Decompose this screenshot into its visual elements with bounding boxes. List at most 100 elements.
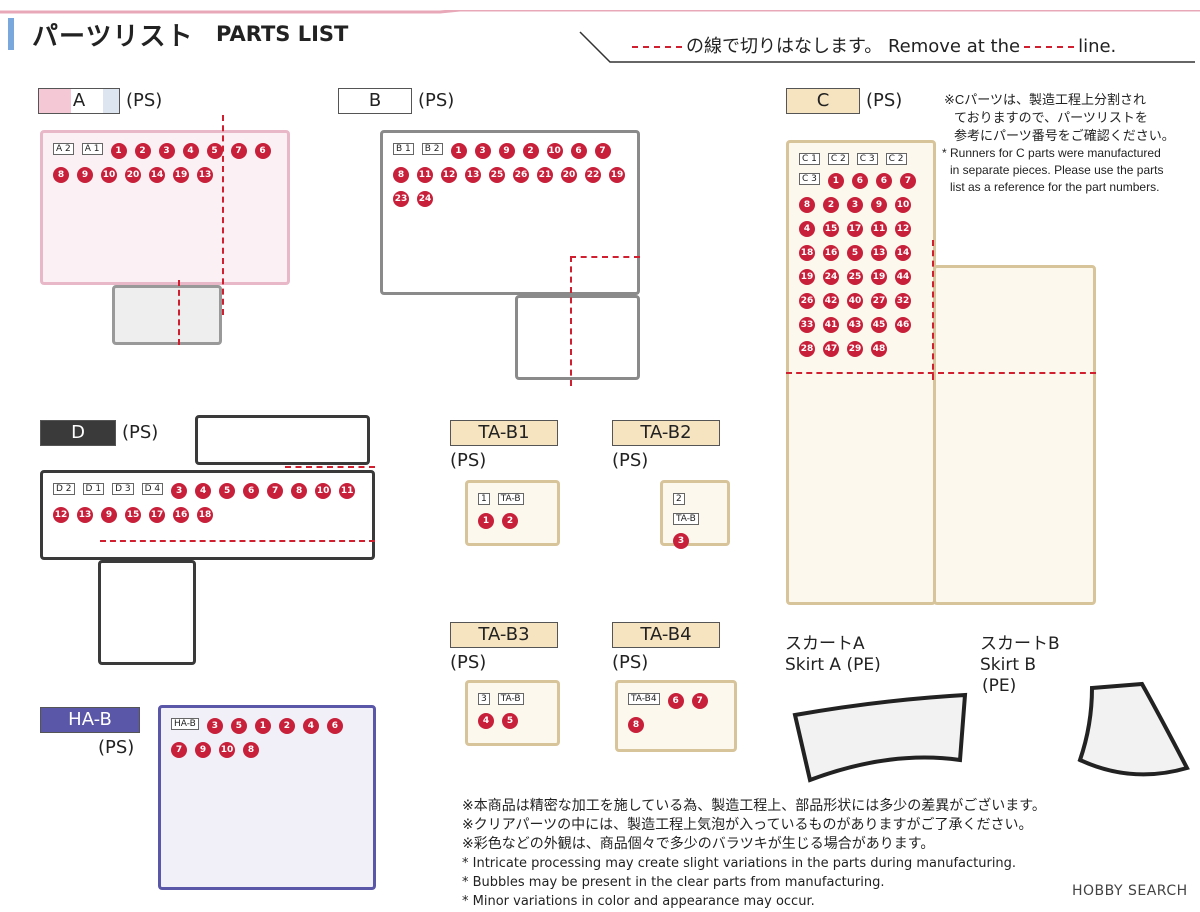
part-number: 5 bbox=[206, 143, 223, 159]
part-number: 10 bbox=[546, 143, 563, 159]
part-number: 13 bbox=[197, 167, 213, 183]
runner-tag: C 3 bbox=[799, 173, 820, 185]
part-number: 6 bbox=[570, 143, 587, 159]
note-jp: ※本商品は精密な加工を施している為、製造工程上、部品形状には多少の差異がございま… bbox=[462, 798, 1046, 814]
part-number: 7 bbox=[230, 143, 247, 159]
part-number: 4 bbox=[195, 483, 212, 499]
part-number: 29 bbox=[847, 341, 863, 357]
part-number: 1 bbox=[827, 173, 844, 189]
runner-tag: D 4 bbox=[141, 483, 164, 495]
part-number: 25 bbox=[489, 167, 505, 183]
c-note-en: in separate pieces. Please use the parts bbox=[950, 163, 1164, 177]
watermark-logo: HOBBY SEARCH bbox=[1072, 883, 1188, 899]
part-number: 13 bbox=[77, 507, 93, 523]
runner-tag: TA-B bbox=[673, 513, 699, 525]
part-number: 20 bbox=[125, 167, 141, 183]
part-number: 8 bbox=[393, 167, 409, 183]
cut-instruction-en: Remove at the bbox=[887, 36, 1021, 57]
page-title-en: PARTS LIST bbox=[216, 22, 349, 46]
part-number: 27 bbox=[871, 293, 887, 309]
part-number: 24 bbox=[823, 269, 839, 285]
c-parts-note: ※Cパーツは、製造工程上分割されておりますので、パーツリストを参考にパーツ番号を… bbox=[942, 91, 1175, 196]
runner-d-top bbox=[195, 415, 370, 465]
part-number: 8 bbox=[53, 167, 69, 183]
part-number: 9 bbox=[101, 507, 117, 523]
part-number: 17 bbox=[149, 507, 165, 523]
cut-instruction-end: line. bbox=[1078, 36, 1117, 57]
part-number: 12 bbox=[895, 221, 911, 237]
part-number: 41 bbox=[823, 317, 839, 333]
part-number: 7 bbox=[594, 143, 611, 159]
part-number: 17 bbox=[847, 221, 863, 237]
runner-ta-b1-label: TA-B1 bbox=[450, 420, 558, 446]
cut-line bbox=[285, 466, 375, 468]
part-number: 26 bbox=[513, 167, 529, 183]
part-number: 7 bbox=[171, 742, 187, 758]
part-number: 2 bbox=[502, 513, 518, 529]
part-number: 28 bbox=[799, 341, 815, 357]
cut-line-sample bbox=[1024, 46, 1075, 48]
part-number: 1 bbox=[110, 143, 127, 159]
runner-ta-b1-material: (PS) bbox=[450, 450, 487, 471]
part-number: 4 bbox=[799, 221, 815, 237]
part-number: 22 bbox=[585, 167, 601, 183]
part-number: 15 bbox=[823, 221, 839, 237]
part-number: 1 bbox=[254, 718, 271, 734]
part-number: 43 bbox=[847, 317, 863, 333]
part-number: 5 bbox=[230, 718, 247, 734]
part-number: 2 bbox=[522, 143, 539, 159]
part-number: 44 bbox=[895, 269, 911, 285]
part-number: 6 bbox=[875, 173, 892, 189]
part-number: 16 bbox=[823, 245, 839, 261]
part-number: 10 bbox=[895, 197, 911, 213]
cut-line bbox=[178, 280, 180, 345]
part-number: 19 bbox=[609, 167, 625, 183]
part-number: 19 bbox=[799, 269, 815, 285]
note-jp: ※クリアパーツの中には、製造工程上気泡が入っているものがありますがご了承ください… bbox=[462, 817, 1033, 833]
runner-b-material: (PS) bbox=[418, 90, 455, 111]
runner-d-bottom bbox=[98, 560, 196, 665]
part-number: 5 bbox=[502, 713, 518, 729]
runner-tag: 1 bbox=[478, 493, 490, 505]
runner-tag: TA-B bbox=[497, 693, 524, 705]
part-number: 9 bbox=[871, 197, 887, 213]
part-number: 14 bbox=[149, 167, 165, 183]
part-number: 6 bbox=[243, 483, 260, 499]
runner-tag: TA-B bbox=[497, 493, 524, 505]
part-number: 19 bbox=[871, 269, 887, 285]
runner-b-sub bbox=[515, 295, 640, 380]
part-number: 1 bbox=[478, 513, 494, 529]
part-number: 6 bbox=[851, 173, 868, 189]
runner-c-right bbox=[933, 265, 1096, 605]
runner-tag: TA-B4 bbox=[628, 693, 660, 705]
part-number: 15 bbox=[125, 507, 141, 523]
part-number: 8 bbox=[291, 483, 308, 499]
part-number: 2 bbox=[278, 718, 295, 734]
part-number: 45 bbox=[871, 317, 887, 333]
c-note-en: list as a reference for the part numbers… bbox=[950, 180, 1160, 194]
part-number: 24 bbox=[417, 191, 433, 207]
part-number: 3 bbox=[171, 483, 188, 499]
part-number: 12 bbox=[441, 167, 457, 183]
skirt-b-en: Skirt B bbox=[980, 655, 1037, 675]
runner-ha-b-label: HA-B bbox=[40, 707, 140, 733]
c-note-en: * Runners for C parts were manufactured bbox=[942, 146, 1161, 160]
runner-tag: C 1 bbox=[799, 153, 820, 165]
c-note-jp: 参考にパーツ番号をご確認ください。 bbox=[954, 128, 1175, 143]
part-number: 3 bbox=[474, 143, 491, 159]
runner-c-material: (PS) bbox=[866, 90, 903, 111]
cut-line-sample bbox=[632, 46, 682, 48]
runner-a-sub bbox=[112, 285, 222, 345]
runner-ta-b3-label: TA-B3 bbox=[450, 622, 558, 648]
part-number: 5 bbox=[847, 245, 863, 261]
runner-d-material: (PS) bbox=[122, 422, 159, 443]
part-number: 18 bbox=[799, 245, 815, 261]
runner-a-material: (PS) bbox=[126, 90, 163, 111]
part-number: 47 bbox=[823, 341, 839, 357]
